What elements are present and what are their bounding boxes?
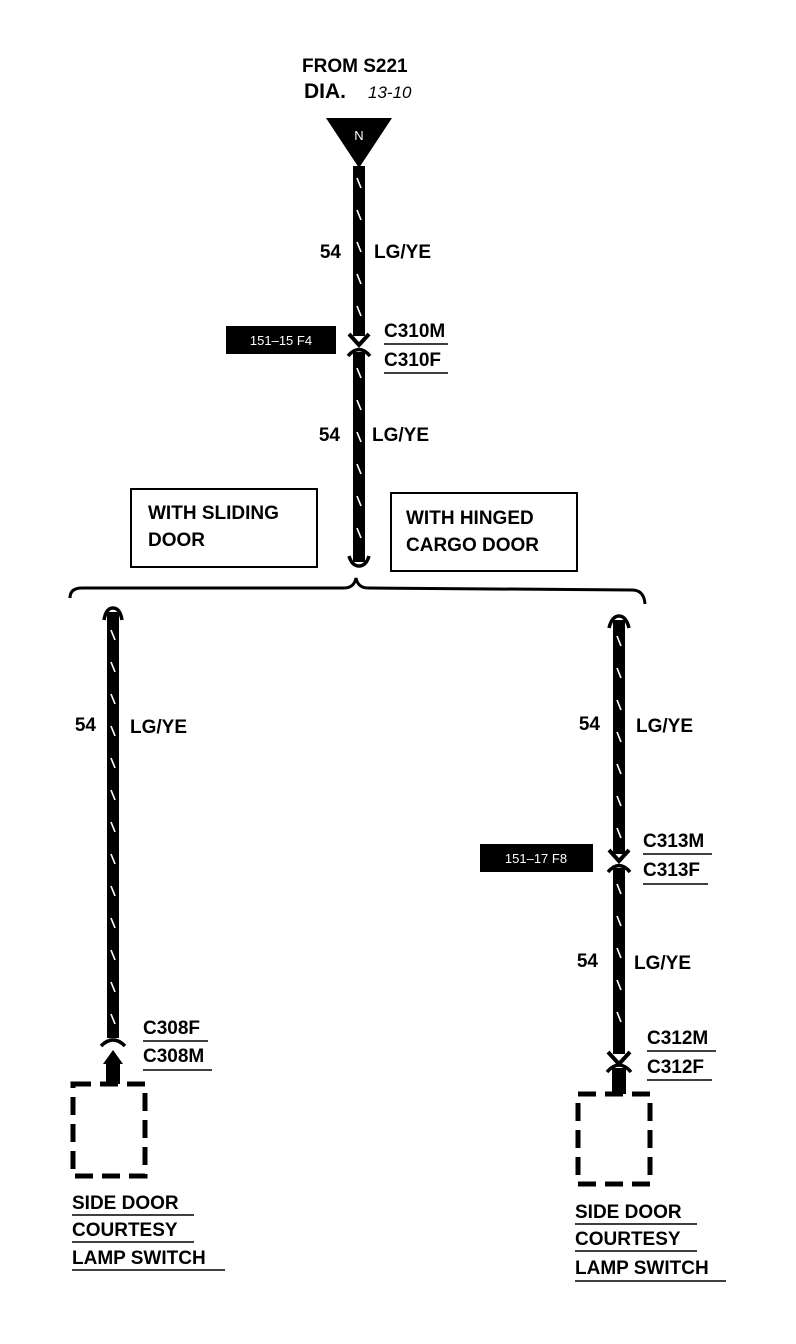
right-switch-line2: COURTESY bbox=[575, 1229, 681, 1250]
c312-female-label: C312F bbox=[647, 1057, 704, 1078]
c308-male-label: C308M bbox=[143, 1046, 204, 1067]
c310-location-tag bbox=[226, 326, 336, 354]
right-branch-upper-stripe bbox=[616, 635, 622, 839]
right-branch-lower-wire bbox=[613, 868, 625, 1054]
option-sliding-door-box bbox=[130, 488, 318, 568]
c308-male-arrow-icon bbox=[103, 1050, 123, 1064]
left-branch-wire-stripe bbox=[110, 629, 116, 1025]
left-branch-hook-icon bbox=[102, 606, 124, 621]
c313-location-tag bbox=[480, 844, 593, 872]
terminal-triangle-icon bbox=[326, 118, 392, 168]
c313-male-label: C313M bbox=[643, 831, 704, 852]
left-switch-line2: COURTESY bbox=[72, 1220, 178, 1241]
option-hinged-door-box bbox=[390, 492, 578, 572]
trunk-lower-wire bbox=[353, 352, 365, 562]
c312-stub bbox=[612, 1068, 626, 1094]
left-switch-line1: SIDE DOOR bbox=[72, 1193, 179, 1214]
option-hinged-line1: WITH HINGED bbox=[406, 508, 534, 529]
terminal-letter: N bbox=[354, 128, 363, 143]
option-sliding-line2: DOOR bbox=[148, 530, 205, 551]
source-from-label: FROM S221 bbox=[302, 56, 408, 77]
option-sliding-line1: WITH SLIDING bbox=[148, 503, 279, 524]
c312-male-label: C312M bbox=[647, 1028, 708, 1049]
c313-location-ref: 151–17 F8 bbox=[505, 851, 567, 866]
c313-female-label: C313F bbox=[643, 860, 700, 881]
c310-female-label: C310F bbox=[384, 350, 441, 371]
right-switch-line3: LAMP SWITCH bbox=[575, 1258, 709, 1279]
left-switch-component-box bbox=[70, 1081, 148, 1179]
trunk-lower-color: LG/YE bbox=[372, 425, 429, 446]
c310-male-arrow-icon bbox=[347, 332, 371, 348]
right-upper-color: LG/YE bbox=[636, 716, 693, 737]
trunk-upper-circuit: 54 bbox=[320, 242, 342, 263]
option-hinged-line2: CARGO DOOR bbox=[406, 535, 539, 556]
c308-stub bbox=[106, 1062, 120, 1084]
trunk-upper-color: LG/YE bbox=[374, 242, 431, 263]
right-branch-hook-icon bbox=[607, 614, 631, 629]
trunk-splice-hook-icon bbox=[347, 555, 371, 568]
c310-female-cup-icon bbox=[346, 347, 372, 358]
c313-male-arrow-icon bbox=[607, 848, 631, 864]
left-branch-circuit: 54 bbox=[75, 715, 97, 736]
c310-male-label: C310M bbox=[384, 321, 445, 342]
right-lower-color: LG/YE bbox=[634, 953, 691, 974]
option-brace bbox=[68, 577, 647, 605]
c313-female-cup-icon bbox=[606, 863, 632, 874]
right-branch-lower-stripe bbox=[616, 883, 622, 1023]
right-switch-line1: SIDE DOOR bbox=[575, 1202, 682, 1223]
trunk-upper-wire-stripe bbox=[356, 177, 362, 317]
c310-location-ref: 151–15 F4 bbox=[250, 333, 312, 348]
right-switch-component-box bbox=[575, 1091, 653, 1187]
trunk-lower-wire-stripe bbox=[356, 367, 362, 539]
c312-female-cup-icon bbox=[605, 1063, 633, 1074]
trunk-upper-wire bbox=[353, 166, 365, 336]
left-branch-color: LG/YE bbox=[130, 717, 187, 738]
right-lower-circuit: 54 bbox=[577, 951, 599, 972]
c308-female-label: C308F bbox=[143, 1018, 200, 1039]
right-upper-circuit: 54 bbox=[579, 714, 601, 735]
left-switch-line3: LAMP SWITCH bbox=[72, 1248, 206, 1269]
diagram-number-label: 13-10 bbox=[368, 83, 412, 102]
diagram-prefix-label: DIA. bbox=[304, 80, 346, 103]
trunk-lower-circuit: 54 bbox=[319, 425, 341, 446]
c308-female-cup-icon bbox=[99, 1038, 127, 1048]
